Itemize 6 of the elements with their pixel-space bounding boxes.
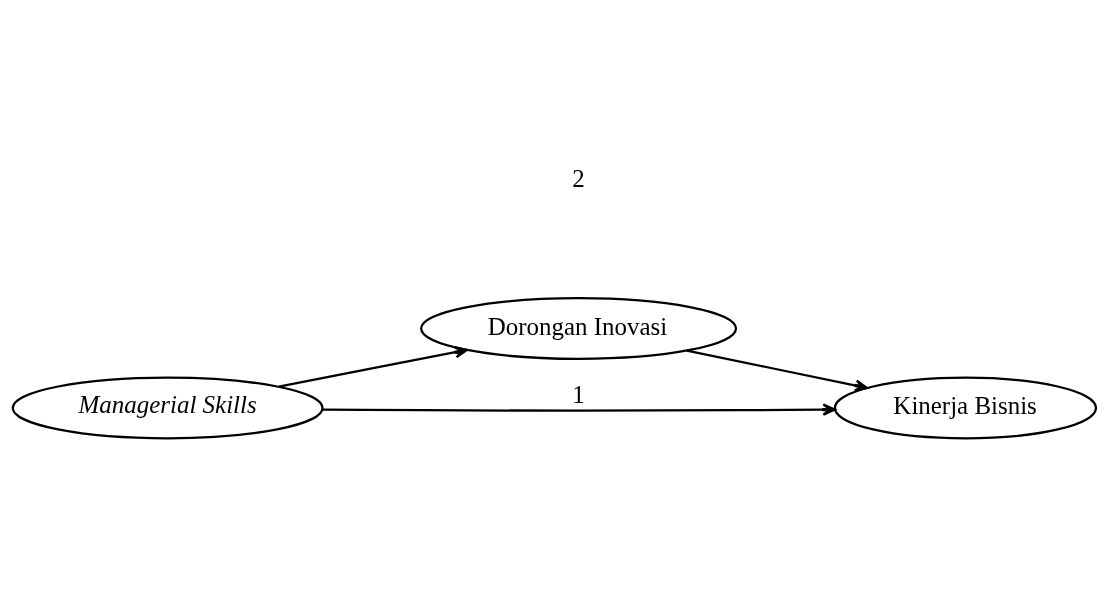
arrow [686,349,869,392]
node-ellipse: Managerial Skills [11,376,324,440]
label: 2 [572,165,585,193]
edge-label: 1 [572,380,585,408]
arrow [278,346,468,388]
arrow [322,403,836,416]
